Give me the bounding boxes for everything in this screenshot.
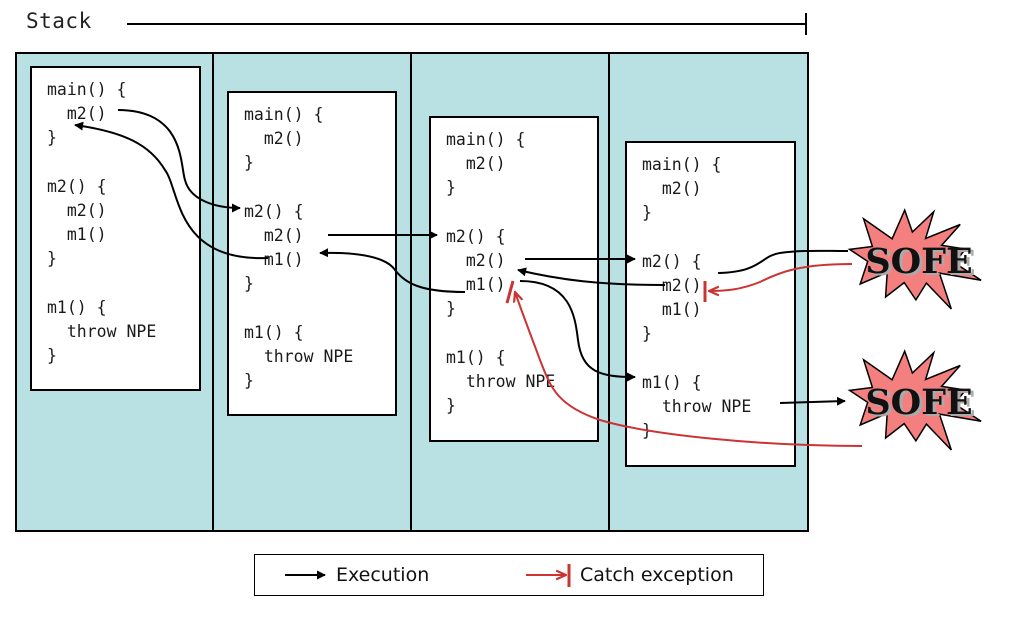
stack-frame-1: main() { m2() } m2() { m2() m1() } m1() … [30, 66, 201, 391]
sofe-label: SOFE [865, 382, 972, 423]
catch-arrow [515, 292, 863, 447]
execution-arrow [519, 280, 636, 382]
frame-code: main() { m2() } m2() { m2() m1() } m1() … [244, 105, 354, 391]
stack-frame-2: main() { m2() } m2() { m2() m1() } m1() … [227, 91, 397, 416]
stack-growth-line [127, 23, 807, 25]
sofe-label: SOFE [868, 243, 975, 284]
frame-divider [410, 52, 412, 530]
catch-arrow [709, 263, 853, 291]
sofe-burst-2: SOFE SOFE [847, 349, 982, 451]
explosion-icon [847, 349, 982, 451]
return-arrow [319, 248, 466, 293]
catch-bar [505, 280, 515, 304]
return-arrow [717, 249, 849, 274]
sofe-label: SOFE [868, 384, 975, 425]
legend-execution-label: Execution [336, 564, 430, 586]
return-arrow [74, 121, 269, 260]
frame-code: main() { m2() } m2() { m2() m1() } m1() … [47, 80, 157, 366]
stack-title: Stack [26, 9, 92, 33]
legend-swatches [285, 564, 571, 587]
return-arrow [779, 396, 846, 406]
legend-catch-label: Catch exception [580, 564, 734, 586]
return-arrow [517, 267, 666, 286]
frame-divider [608, 52, 610, 530]
execution-arrow [117, 109, 241, 213]
frame-code: main() { m2() } m2() { m2() m1() } m1() … [446, 130, 556, 416]
stack-frame-4: main() { m2() } m2() { m2() m1() } m1() … [625, 141, 796, 467]
explosion-icon [847, 208, 982, 310]
legend: Execution Catch exception [254, 554, 764, 596]
sofe-burst-1: SOFE SOFE [847, 208, 982, 310]
stack-end-marker [805, 13, 807, 35]
sofe-label: SOFE [865, 241, 972, 282]
frame-divider [212, 52, 214, 530]
